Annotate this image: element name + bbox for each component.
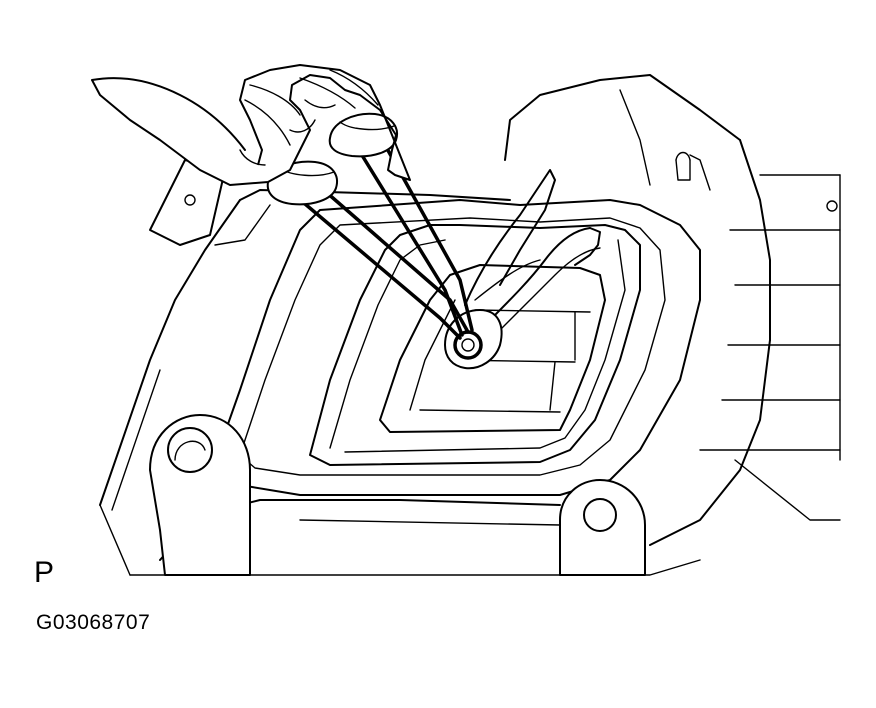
view-label: P: [34, 556, 55, 589]
shift-gate-plate: [464, 169, 601, 331]
lever-boss: [444, 309, 503, 370]
snap-ring-pliers: [266, 112, 474, 340]
inner-tray: [209, 199, 701, 496]
figure-code: G03068707: [36, 611, 151, 634]
hand: [91, 64, 411, 186]
mounting-bosses: [149, 414, 646, 576]
